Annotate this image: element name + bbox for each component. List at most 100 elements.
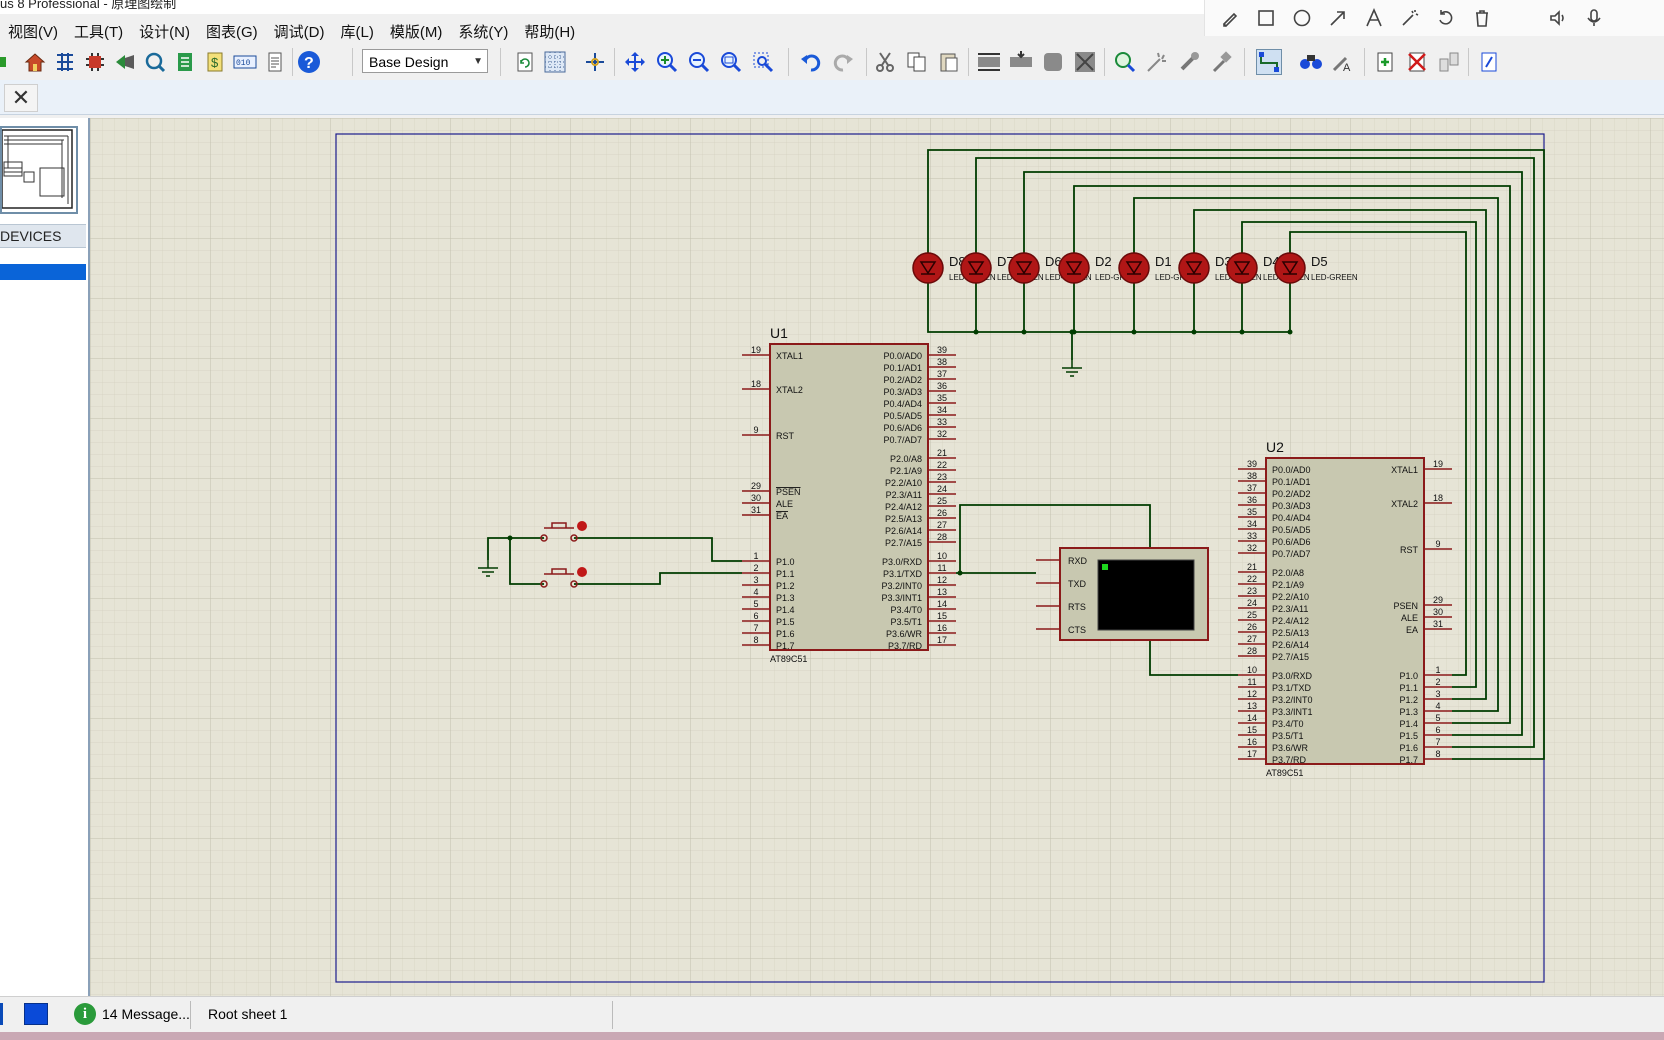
source-code-icon[interactable]: 010 — [232, 49, 258, 75]
decompose-icon[interactable] — [1208, 49, 1234, 75]
led-body[interactable] — [1008, 252, 1040, 284]
u2-pin-label: P2.6/A14 — [1272, 640, 1309, 650]
led-body[interactable] — [1118, 252, 1150, 284]
led-symbol — [967, 261, 985, 275]
block-rotate-icon[interactable] — [1040, 49, 1066, 75]
new-sheet-icon[interactable] — [1372, 49, 1398, 75]
trash-icon[interactable] — [1471, 7, 1493, 29]
led-body[interactable] — [960, 252, 992, 284]
make-device-icon[interactable] — [1144, 49, 1170, 75]
menu-debug[interactable]: 调试(D) — [273, 23, 325, 41]
copy-icon[interactable] — [904, 49, 930, 75]
green-marker-icon[interactable] — [0, 49, 8, 75]
button-plunger — [544, 568, 574, 575]
u2-pin-label: P1.7 — [1399, 755, 1418, 765]
annotation-toolbar — [1204, 0, 1664, 36]
circle-icon[interactable] — [1291, 7, 1313, 29]
bill-of-materials-icon[interactable]: $ — [202, 49, 228, 75]
home-icon[interactable] — [22, 49, 48, 75]
grid-toggle-icon[interactable] — [542, 49, 568, 75]
3d-view-icon[interactable] — [112, 49, 138, 75]
report-icon[interactable] — [1476, 49, 1502, 75]
u1-microcontroller[interactable]: U1AT89C5119XTAL118XTAL29RST29PSEN30ALE31… — [742, 325, 956, 664]
wire-autorouter-icon[interactable] — [1256, 49, 1282, 75]
block-copy-icon[interactable] — [976, 49, 1002, 75]
u1-pin-label: P0.1/AD1 — [883, 363, 922, 373]
menu-tools[interactable]: 工具(T) — [74, 23, 124, 41]
button-actuator[interactable] — [577, 567, 587, 577]
zoom-in-icon[interactable] — [654, 49, 680, 75]
u1-pin-number: 16 — [937, 623, 947, 633]
remove-sheet-icon[interactable] — [1404, 49, 1430, 75]
microphone-icon[interactable] — [1583, 7, 1605, 29]
close-tab-icon[interactable]: ✕ — [4, 84, 38, 112]
exit-to-parent-icon[interactable] — [1436, 49, 1462, 75]
undo-icon[interactable] — [1435, 7, 1457, 29]
led-body[interactable] — [1058, 252, 1090, 284]
u2-pin-label: RST — [1400, 545, 1419, 555]
led-body[interactable] — [1274, 252, 1306, 284]
text-icon[interactable] — [1363, 7, 1385, 29]
packaging-tool-icon[interactable] — [1176, 49, 1202, 75]
wire — [1023, 171, 1523, 736]
u1-pin-number: 37 — [937, 369, 947, 379]
u2-microcontroller[interactable]: U2AT89C5139P0.0/AD038P0.1/AD137P0.2/AD23… — [1238, 439, 1452, 778]
gerber-icon[interactable] — [142, 49, 168, 75]
info-icon: i — [74, 1003, 96, 1025]
terminal-screen — [1097, 559, 1195, 631]
terminal-pin-label: CTS — [1068, 625, 1086, 635]
tab-bar: ✕ — [0, 80, 1664, 115]
push-buttons[interactable] — [540, 521, 587, 588]
refresh-icon[interactable] — [512, 49, 538, 75]
menu-graph[interactable]: 图表(G) — [205, 23, 258, 41]
menu-help[interactable]: 帮助(H) — [524, 23, 576, 41]
speaker-icon[interactable] — [1547, 7, 1569, 29]
led-body[interactable] — [1226, 252, 1258, 284]
undo-icon[interactable] — [798, 49, 824, 75]
origin-icon[interactable] — [582, 49, 608, 75]
arrow-icon[interactable] — [1327, 7, 1349, 29]
u2-pin-number: 14 — [1247, 713, 1257, 723]
pan-icon[interactable] — [622, 49, 648, 75]
menu-library[interactable]: 库(L) — [340, 23, 374, 41]
button-actuator[interactable] — [577, 521, 587, 531]
block-move-icon[interactable] — [1008, 49, 1034, 75]
pencil-icon[interactable] — [1219, 7, 1241, 29]
device-list-selected[interactable] — [0, 264, 86, 280]
menu-design[interactable]: 设计(N) — [139, 23, 190, 41]
junction — [1131, 329, 1137, 335]
search-tag-icon[interactable] — [1298, 49, 1324, 75]
zoom-area-icon[interactable] — [750, 49, 776, 75]
design-explorer-icon[interactable] — [172, 49, 198, 75]
property-assignment-icon[interactable]: A — [1330, 49, 1356, 75]
schematic-canvas[interactable]: D8LED-GREEND7LED-GREEND6LED-GREEND2LED-G… — [90, 118, 1664, 996]
led-body[interactable] — [912, 252, 944, 284]
paste-icon[interactable] — [936, 49, 962, 75]
messages-count[interactable]: 14 Message... — [102, 1006, 190, 1022]
block-delete-icon[interactable] — [1072, 49, 1098, 75]
notes-icon[interactable] — [262, 49, 288, 75]
zoom-all-icon[interactable] — [718, 49, 744, 75]
cut-icon[interactable] — [872, 49, 898, 75]
rectangle-icon[interactable] — [1255, 7, 1277, 29]
ground-symbol — [1062, 360, 1082, 377]
u2-pin-label: P2.7/A15 — [1272, 652, 1309, 662]
help-icon[interactable]: ? — [296, 49, 322, 75]
menu-system[interactable]: 系统(Y) — [458, 23, 509, 41]
layer-select[interactable]: Base Design▼ — [362, 49, 488, 73]
simulation-stop-button[interactable] — [24, 1003, 48, 1025]
zoom-out-icon[interactable] — [686, 49, 712, 75]
schematic-icon[interactable] — [52, 49, 78, 75]
u1-pin-label: EA — [776, 511, 788, 521]
u1-pin-label: P1.3 — [776, 593, 795, 603]
pick-device-icon[interactable] — [1112, 49, 1138, 75]
redo-icon[interactable] — [830, 49, 856, 75]
led-body[interactable] — [1178, 252, 1210, 284]
magic-wand-icon[interactable] — [1399, 7, 1421, 29]
menu-view[interactable]: 视图(V) — [8, 23, 58, 41]
pcb-icon[interactable] — [82, 49, 108, 75]
overview-preview[interactable] — [0, 126, 78, 214]
u1-pin-label: P0.6/AD6 — [883, 423, 922, 433]
menu-template[interactable]: 模版(M) — [389, 23, 443, 41]
